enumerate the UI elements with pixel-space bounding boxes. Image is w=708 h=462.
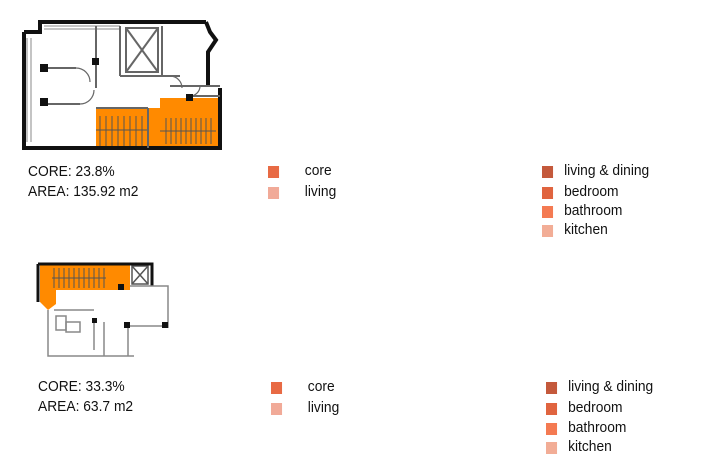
area-value: AREA: 63.7 m2 xyxy=(38,398,134,415)
columns xyxy=(40,58,193,106)
legend-label-core: core xyxy=(304,162,332,179)
columns xyxy=(92,284,168,328)
legend-label-living: living xyxy=(304,183,337,200)
core-area xyxy=(160,98,218,110)
legend-swatch-kitchen xyxy=(546,442,558,454)
legend-swatch-bathroom xyxy=(542,206,554,218)
legend-swatch-bathroom xyxy=(546,423,558,435)
legend-label-bedroom: bedroom xyxy=(568,399,623,416)
core-percentage: CORE: 23.8% xyxy=(28,163,115,180)
stair-hatching xyxy=(96,116,216,146)
elevator-shaft xyxy=(131,265,149,285)
outer-walls xyxy=(36,262,154,302)
legend-label-bedroom: bedroom xyxy=(564,183,619,200)
core-percentage: CORE: 33.3% xyxy=(38,378,125,395)
legend-swatch-bedroom xyxy=(546,403,558,415)
unit-2-stats: CORE: 33.3% AREA: 63.7 m2 xyxy=(38,377,133,417)
legend-swatch-living xyxy=(271,403,283,415)
legend-label-kitchen: kitchen xyxy=(568,438,612,455)
legend-label-living-dining: living & dining xyxy=(564,162,650,179)
window-lines xyxy=(26,25,120,142)
legend-label-living: living xyxy=(307,399,340,416)
legend-swatch-living-dining xyxy=(546,382,558,394)
elevator-shaft xyxy=(125,27,159,73)
legend-label-bathroom: bathroom xyxy=(564,202,623,219)
outer-walls xyxy=(22,20,222,150)
floor-plan-unit-1 xyxy=(22,20,222,150)
floor-plan-unit-2 xyxy=(36,262,169,357)
area-value: AREA: 135.92 m2 xyxy=(28,183,139,200)
unit-1-stats: CORE: 23.8% AREA: 135.92 m2 xyxy=(28,162,138,202)
legend-swatch-kitchen xyxy=(542,225,554,237)
legend-label-core: core xyxy=(307,378,335,395)
legend-label-living-dining: living & dining xyxy=(568,378,654,395)
legend-swatch-living xyxy=(268,187,280,199)
legend-label-bathroom: bathroom xyxy=(568,419,627,436)
legend-swatch-core xyxy=(271,382,283,394)
legend-swatch-living-dining xyxy=(542,166,554,178)
legend-swatch-core xyxy=(268,166,280,178)
core-area xyxy=(96,108,220,148)
legend-label-kitchen: kitchen xyxy=(564,221,608,238)
core-area xyxy=(40,290,56,310)
legend-swatch-bedroom xyxy=(542,187,554,199)
walls-light xyxy=(47,285,169,357)
core-area xyxy=(40,264,130,290)
stair-hatching xyxy=(52,268,106,288)
